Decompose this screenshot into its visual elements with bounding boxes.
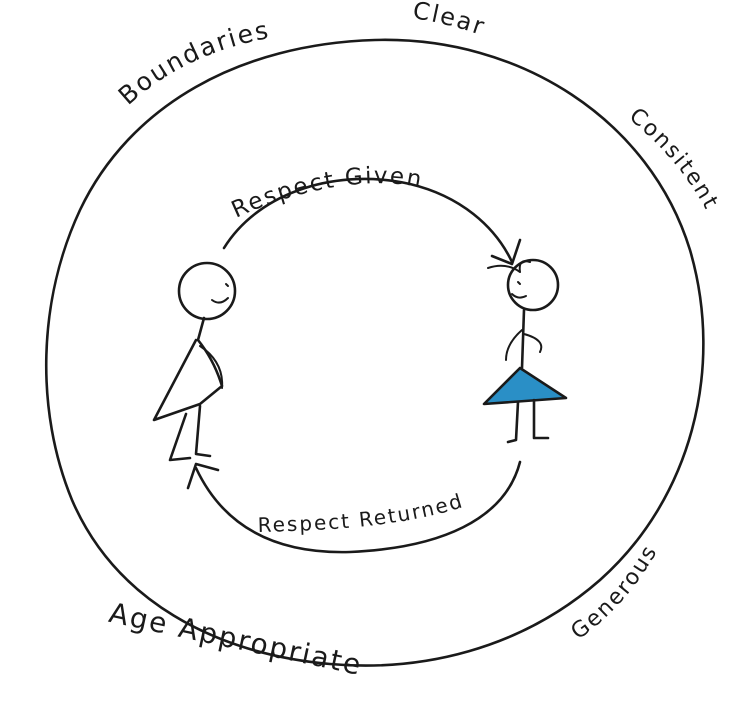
label-generous: Generous [567, 540, 664, 645]
figure-child-smile [511, 293, 527, 299]
figure-adult-smile [211, 297, 229, 304]
arrow-respect-returned [194, 460, 522, 554]
boundary-circle [44, 38, 705, 667]
figure-adult-body [152, 338, 224, 422]
figure-adult-head [177, 261, 237, 321]
figure-child-arms [505, 329, 543, 361]
label-age-appropriate: Age Appropriate [106, 596, 365, 682]
figure-child-hair [487, 260, 531, 273]
label-respect-given: Respect Given [228, 163, 426, 223]
figure-adult-eye [225, 283, 229, 287]
figure-child-torso [520, 308, 526, 370]
figure-adult-legs [168, 404, 212, 462]
figure-child-legs [506, 398, 550, 444]
figure-adult-neck [196, 316, 206, 342]
figure-adult-arm [199, 345, 224, 389]
label-respect-returned: Respect Returned [257, 488, 466, 537]
figure-child-dress [482, 366, 568, 406]
label-clear: Clear [411, 0, 490, 41]
figure-child-head [506, 258, 560, 312]
arrow-respect-given [222, 177, 514, 264]
figure-child-eye [517, 281, 521, 285]
arrow-respect-given-head [490, 238, 522, 266]
figure-adult [152, 261, 237, 462]
arrow-respect-returned-head [186, 462, 220, 490]
figure-child [482, 258, 568, 444]
label-consistent: Consitent [624, 103, 723, 214]
